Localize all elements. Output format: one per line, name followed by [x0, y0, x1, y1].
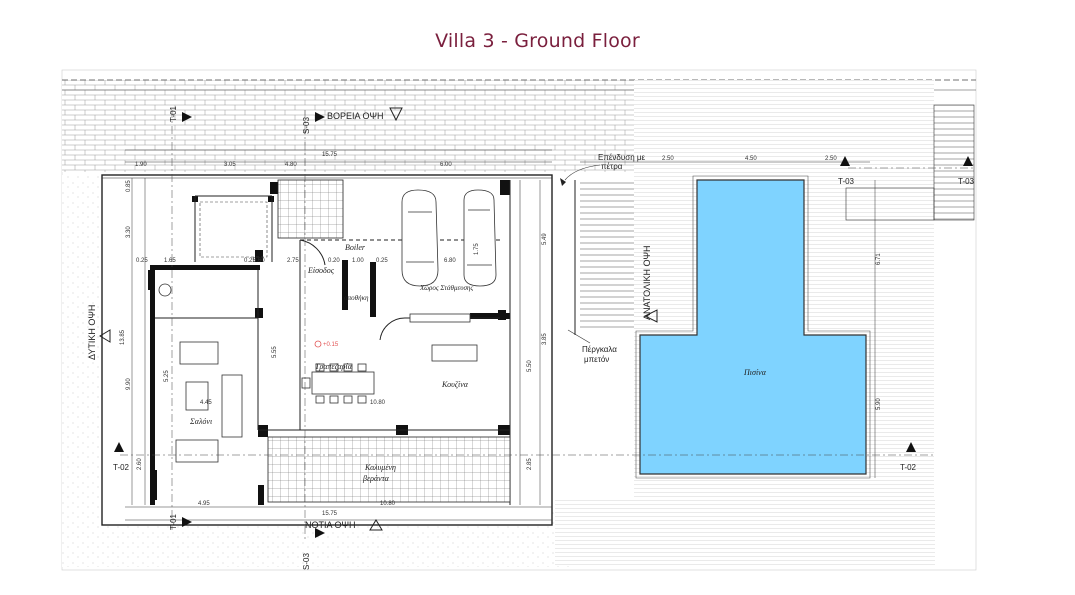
level-marker: +0.15	[323, 342, 339, 348]
north-paving	[62, 80, 634, 172]
kitchen-counter	[409, 313, 471, 323]
room-living: Σαλόνι	[189, 417, 212, 426]
room-storage: αποθήκη	[344, 294, 369, 302]
dim-int-18: 1.75	[474, 243, 480, 255]
marker-t02-left: T-02	[113, 463, 130, 472]
dim-left-2: 3.30	[126, 226, 132, 238]
marker-t03-a: T-03	[838, 177, 855, 186]
elevation-north: ΒΟΡΕΙΑ ΟΨΗ	[327, 111, 384, 121]
dim-bottom-1: 4.95	[198, 501, 210, 507]
dim-int-3: 0.25	[244, 258, 256, 264]
south-deck	[555, 500, 935, 565]
room-parking: Χώρος Στάθμευσης	[419, 284, 473, 292]
dim-int-13: 5.49	[542, 233, 548, 245]
elevation-west: ΔΥΤΙΚΗ ΟΨΗ	[87, 305, 97, 360]
dim-int-7: 0.25	[376, 258, 388, 264]
veranda	[267, 436, 511, 503]
dim-int-14: 5.50	[527, 360, 533, 372]
marker-s03-top: S-03	[302, 117, 311, 134]
marker-t03-b: T-03	[958, 177, 975, 186]
marker-s03-bottom: S-03	[302, 553, 311, 570]
dim-int-6: 1.00	[352, 258, 364, 264]
dim-pool-3: 2.50	[825, 156, 837, 162]
marker-t01-bottom: T-01	[169, 513, 178, 530]
dim-left-5: 2.60	[137, 458, 143, 470]
room-dining: Τραπεζαρία	[315, 362, 353, 371]
note-pergola-1: Πέργκαλα	[582, 345, 617, 354]
elevation-east: ΑΝΑΤΟΛΙΚΗ ΟΨΗ	[642, 245, 652, 320]
dim-left-4: 9.90	[126, 378, 132, 390]
note-stone-1: Επένδυση με	[598, 153, 645, 162]
dim-int-11: 5.25	[164, 370, 170, 382]
dimension-labels: 15.75 1.90 3.05 4.80 6.00 15.75 4.95 10.…	[120, 152, 882, 517]
dimension-lines	[125, 149, 876, 521]
room-boiler: Boiler	[345, 243, 366, 252]
dim-top-4: 6.00	[440, 162, 452, 168]
dim-top-1: 1.90	[135, 162, 147, 168]
elevation-markers	[99, 107, 658, 531]
dim-int-2: 1.65	[164, 258, 176, 264]
dim-top-total: 15.75	[322, 152, 338, 158]
note-stone-2: πέτρα	[601, 162, 623, 171]
page-title: Villa 3 - Ground Floor	[435, 30, 640, 52]
entrance-porch	[277, 179, 344, 239]
pool-machine	[845, 187, 935, 221]
dim-int-4: 2.75	[287, 258, 299, 264]
marker-t02-right: T-02	[900, 463, 917, 472]
living-furniture	[175, 341, 243, 463]
dim-top-3: 4.80	[285, 162, 297, 168]
dim-int-8: 6.80	[444, 258, 456, 264]
dim-int-5: 0.20	[328, 258, 340, 264]
room-veranda-1: Καλυμένη	[364, 463, 396, 472]
room-entrance: Είσοδος	[307, 266, 335, 275]
dim-pool-h2: 5.90	[876, 398, 882, 410]
dim-bottom-2: 10.80	[380, 501, 396, 507]
west-garden	[62, 175, 102, 565]
dim-int-12: 5.55	[272, 346, 278, 358]
toilet	[158, 283, 172, 297]
dim-int-15: 2.85	[527, 458, 533, 470]
dim-left-1: 0.85	[126, 180, 132, 192]
dim-int-10: 10.80	[370, 400, 386, 406]
dim-int-17: 0.60	[253, 258, 265, 264]
note-pergola-2: μπετόν	[584, 355, 609, 364]
room-kitchen: Κουζίνα	[441, 380, 469, 389]
dim-int-9: 4.45	[200, 400, 212, 406]
dim-pool-2: 4.50	[745, 156, 757, 162]
shower	[199, 201, 268, 258]
room-veranda-2: βεράντα	[362, 474, 390, 483]
pool	[639, 179, 867, 475]
pergola	[580, 182, 634, 332]
kitchen-island	[431, 344, 478, 362]
section-arrows	[114, 112, 973, 538]
dim-int-16: 3.85	[542, 333, 548, 345]
dim-int-1: 0.25	[136, 258, 148, 264]
dim-bottom-total: 15.75	[322, 511, 338, 517]
dining-table	[301, 363, 375, 404]
dim-pool-h1: 6.71	[876, 253, 882, 265]
dim-top-2: 3.05	[224, 162, 236, 168]
dim-left-3: 13.85	[120, 329, 126, 345]
elevation-south: ΝΟΤΙΑ ΟΨΗ	[305, 520, 356, 530]
marker-t01-top: T-01	[169, 105, 178, 122]
parked-cars	[401, 189, 497, 287]
room-pool: Πισίνα	[743, 368, 767, 377]
dim-pool-1: 2.50	[662, 156, 674, 162]
